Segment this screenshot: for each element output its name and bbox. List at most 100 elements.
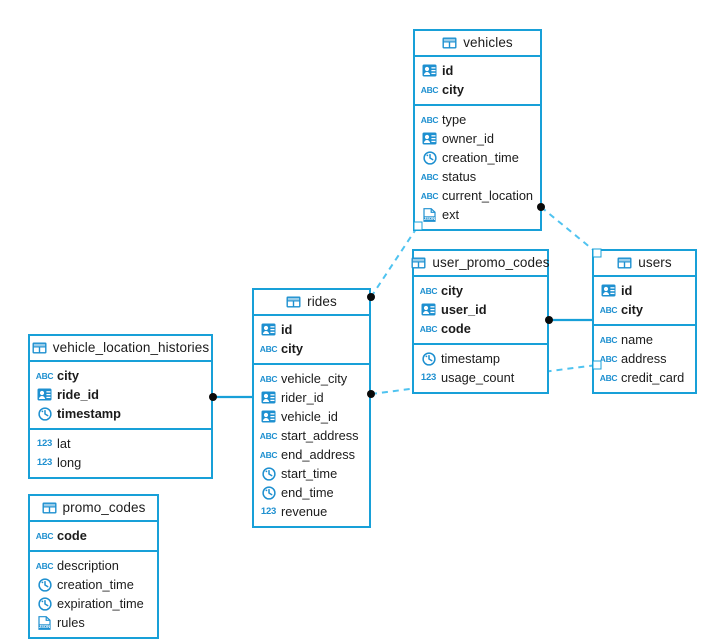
attribute-field-rides-vehicle_id[interactable]: vehicle_id [254, 407, 369, 426]
field-label: start_time [281, 465, 338, 481]
field-label: start_address [281, 427, 359, 443]
entity-header-rides[interactable]: rides [254, 290, 369, 316]
attribute-field-promo_codes-creation_time[interactable]: creation_time [30, 575, 157, 594]
attribute-field-rides-end_time[interactable]: end_time [254, 483, 369, 502]
primary-key-field-vehicle_location_histories-ride_id[interactable]: ride_id [30, 385, 211, 404]
relationship-source-dot-vehicle-location-histories-to-rides [209, 393, 217, 401]
abc-text-icon: ABC [420, 171, 439, 182]
field-label: revenue [281, 503, 328, 519]
field-label: long [57, 454, 82, 470]
primary-key-field-users-id[interactable]: id [594, 281, 695, 300]
field-label: timestamp [57, 405, 122, 421]
relationship-target-marker-vehicles-to-users [592, 248, 602, 258]
relationship-source-dot-rides-to-users [367, 390, 375, 398]
attribute-field-rides-start_time[interactable]: start_time [254, 464, 369, 483]
abc-text-icon: ABC [35, 370, 54, 381]
field-label: id [621, 282, 633, 298]
primary-key-field-rides-id[interactable]: id [254, 320, 369, 339]
field-label: status [442, 168, 477, 184]
field-label: user_id [441, 301, 487, 317]
abc-text-icon: ABC [259, 373, 278, 384]
field-label: type [442, 111, 467, 127]
table-grid-icon [411, 255, 426, 270]
entity-header-users[interactable]: users [594, 251, 695, 277]
entity-header-vehicles[interactable]: vehicles [415, 31, 540, 57]
attribute-field-vehicles-owner_id[interactable]: owner_id [415, 129, 540, 148]
primary-key-field-user_promo_codes-user_id[interactable]: user_id [414, 300, 547, 319]
primary-key-field-vehicles-id[interactable]: id [415, 61, 540, 80]
entity-header-user_promo_codes[interactable]: user_promo_codes [411, 251, 549, 277]
json-file-icon: JSON [37, 615, 52, 630]
field-label: creation_time [57, 576, 134, 592]
entity-title: vehicles [463, 35, 513, 50]
abc-text-icon: ABC [420, 190, 439, 201]
json-file-icon: JSON [422, 207, 437, 222]
abc-text-icon: ABC [35, 560, 54, 571]
clock-icon [37, 577, 52, 592]
field-label: id [281, 321, 293, 337]
relationship-line-vehicles-to-users[interactable] [540, 206, 598, 254]
clock-icon [422, 150, 437, 165]
entity-header-vehicle_location_histories[interactable]: vehicle_location_histories [30, 336, 211, 362]
123-number-icon: 123 [260, 505, 277, 517]
field-label: vehicle_city [281, 370, 348, 386]
abc-text-icon: ABC [420, 84, 439, 95]
attribute-field-user_promo_codes-timestamp[interactable]: timestamp [414, 349, 547, 368]
field-label: current_location [442, 187, 534, 203]
attribute-field-rides-revenue[interactable]: 123 revenue [254, 502, 369, 521]
svg-text:JSON: JSON [424, 216, 435, 221]
abc-text-icon: ABC [420, 114, 439, 125]
attribute-field-vehicles-creation_time[interactable]: creation_time [415, 148, 540, 167]
entity-header-promo_codes[interactable]: promo_codes [30, 496, 157, 522]
table-grid-icon [617, 255, 632, 270]
clock-icon [261, 466, 276, 481]
field-label: end_time [281, 484, 334, 500]
clock-icon [37, 406, 52, 421]
id-card-icon [261, 322, 276, 337]
table-grid-icon [286, 294, 301, 309]
primary-key-field-vehicle_location_histories-timestamp[interactable]: timestamp [30, 404, 211, 423]
svg-text:JSON: JSON [39, 624, 50, 629]
field-label: owner_id [442, 130, 494, 146]
id-card-icon [601, 283, 616, 298]
table-grid-icon [442, 35, 457, 50]
attribute-field-promo_codes-expiration_time[interactable]: expiration_time [30, 594, 157, 613]
field-label: description [57, 557, 119, 573]
attribute-field-rides-rider_id[interactable]: rider_id [254, 388, 369, 407]
entity-title: vehicle_location_histories [52, 340, 210, 355]
